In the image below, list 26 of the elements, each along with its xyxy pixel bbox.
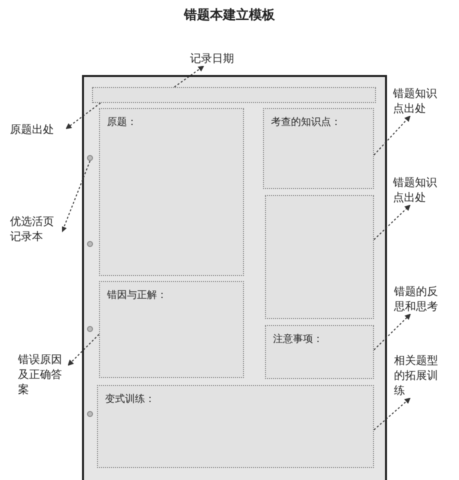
- punch-hole: [87, 411, 93, 417]
- section-box: [99, 108, 244, 276]
- punch-hole: [87, 155, 93, 161]
- section-heading: 注意事项：: [273, 332, 323, 346]
- diagram-title: 错题本建立模板: [182, 8, 276, 23]
- section-box: [97, 385, 374, 468]
- section-heading: 错因与正解：: [107, 288, 167, 302]
- section-box: [263, 108, 374, 189]
- section-box: [265, 195, 374, 319]
- leader-arrow: [374, 398, 411, 430]
- leader-arrow: [374, 314, 411, 350]
- date-strip: [92, 87, 376, 103]
- section-box: [265, 325, 374, 379]
- callout-text: 错误原因及正确答案: [18, 352, 68, 397]
- section-heading: 变式训练：: [105, 392, 155, 406]
- leader-arrow: [374, 116, 411, 156]
- punch-hole: [87, 326, 93, 332]
- section-heading: 原题：: [107, 116, 137, 129]
- section-box: [99, 281, 244, 378]
- leader-arrow: [174, 66, 204, 88]
- callout-text: 原题出处: [10, 122, 66, 137]
- section-heading: 考查的知识点：: [271, 116, 341, 129]
- page-sheet: [82, 75, 387, 480]
- leader-arrow: [374, 204, 411, 240]
- punch-hole: [87, 241, 93, 247]
- callout-text: 优选活页记录本: [10, 214, 62, 244]
